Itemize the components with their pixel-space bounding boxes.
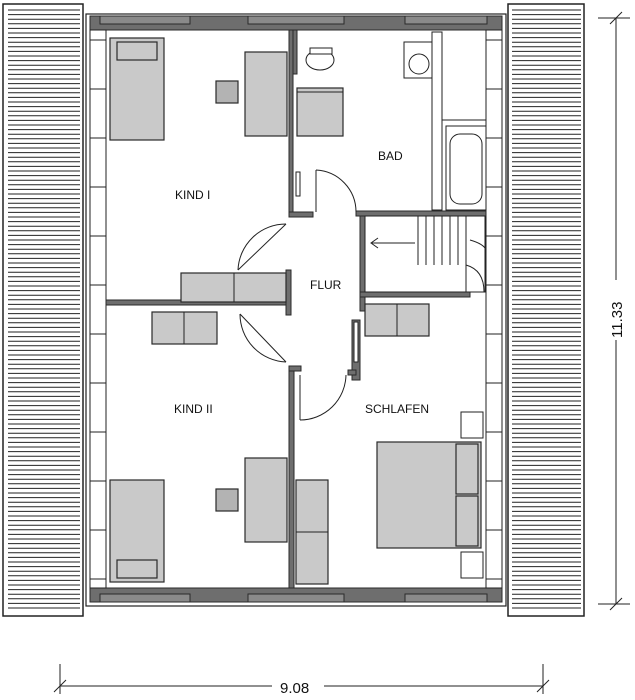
room-label-schlafen: SCHLAFEN <box>365 402 429 416</box>
dimension-height: 11.33 <box>598 11 630 611</box>
roof-right <box>507 3 585 617</box>
kind1-furniture <box>109 37 288 303</box>
doors <box>237 169 357 421</box>
dimension-height-label: 11.33 <box>609 302 626 338</box>
windows <box>99 15 488 603</box>
kind2-furniture <box>109 311 329 585</box>
bad-furniture <box>296 31 487 211</box>
stairs <box>364 215 487 293</box>
wall-details <box>295 171 359 363</box>
dimension-width: 9.08 <box>53 664 550 697</box>
outer-walls <box>85 13 507 607</box>
roof-left <box>2 3 84 617</box>
room-label-flur: FLUR <box>310 278 342 292</box>
schlafen-furniture <box>364 303 484 579</box>
dimension-width-label: 9.08 <box>280 680 309 697</box>
room-label-kind1: KIND I <box>175 188 210 202</box>
room-label-kind2: KIND II <box>174 402 213 416</box>
room-label-bad: BAD <box>378 149 403 163</box>
